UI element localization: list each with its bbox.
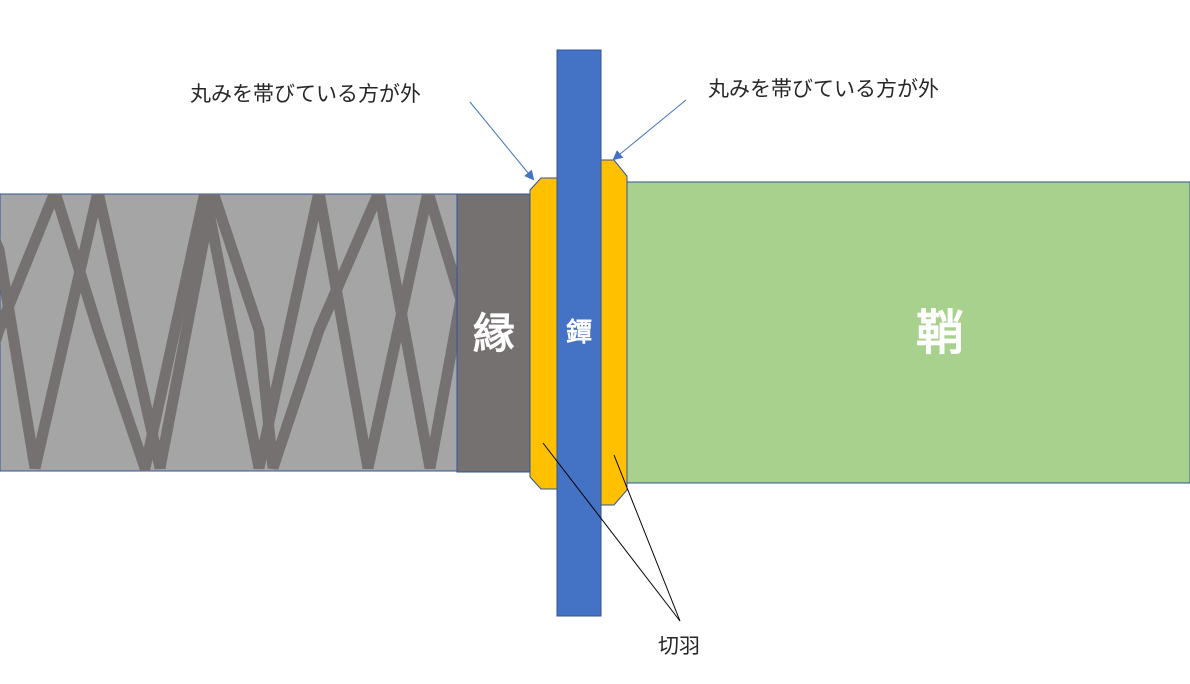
fuchi-label: 縁 <box>473 309 515 358</box>
saya-scabbard <box>625 181 1190 484</box>
left-annotation-arrow <box>469 101 535 181</box>
handle-wrap-zigzag-line <box>0 194 457 471</box>
tsuba-guard <box>556 49 602 617</box>
fuchi-collar <box>456 193 531 473</box>
seppa-leader-line-left <box>542 442 681 622</box>
handle-wrap <box>0 194 457 471</box>
seppa-leader-line-right <box>613 454 681 622</box>
seppa-annotation-text: 切羽 <box>658 634 700 658</box>
handle-wrap-zigzag-line <box>0 194 457 470</box>
left-annotation-text: 丸みを帯びている方が外 <box>190 82 421 106</box>
saya-label: 鞘 <box>916 305 964 361</box>
tsuba-label: 鐔 <box>566 317 592 348</box>
seppa-left <box>529 177 558 490</box>
right-annotation-text: 丸みを帯びている方が外 <box>708 77 939 101</box>
seppa-right <box>600 159 628 506</box>
right-annotation-arrow <box>612 99 687 161</box>
